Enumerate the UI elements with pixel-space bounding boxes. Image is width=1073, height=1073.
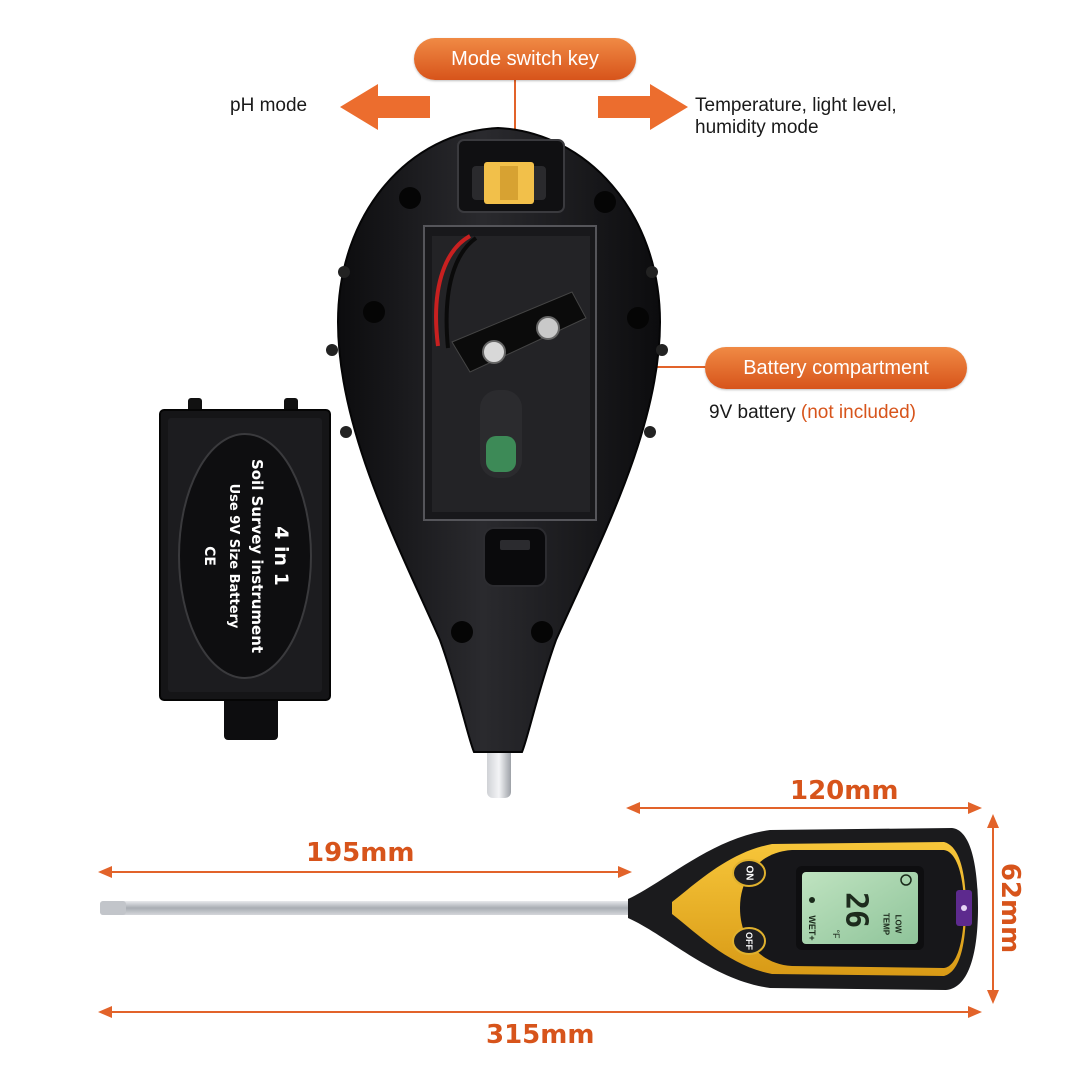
device-back-view [326, 126, 668, 753]
ph-mode-label: pH mode [230, 95, 308, 116]
other-mode-line2: humidity mode [695, 117, 819, 138]
battery-compartment-callout: Battery compartment [705, 347, 967, 389]
battery-note: 9V battery (not included) [709, 402, 916, 424]
dimension-body-length: 120mm [790, 776, 899, 806]
right-arrow-icon [598, 84, 688, 130]
off-button: OFF [744, 932, 754, 950]
device-front-view [100, 828, 978, 990]
battery-cover [159, 398, 331, 740]
lcd-right-top-label: LOW [893, 914, 903, 934]
lcd-value: 26 [838, 891, 874, 929]
lcd-unit: °F [831, 929, 841, 939]
cover-label-line4: CE [201, 546, 217, 566]
battery-note-highlight: (not included) [800, 402, 917, 423]
sun-icon [900, 874, 912, 886]
left-arrow-icon [340, 84, 430, 130]
dimension-height: 62mm [995, 862, 1025, 954]
horizontal-probe [100, 901, 640, 915]
lcd-right-bottom-label: TEMP [881, 912, 891, 936]
cover-label-line1: 4 in 1 [270, 526, 292, 586]
battery-note-text: 9V battery [709, 402, 801, 423]
dimension-total-length: 315mm [486, 1020, 595, 1050]
cover-label-line3: Use 9V Size Battery [226, 483, 241, 629]
cover-label-line2: Soil Survey instrument [248, 458, 266, 654]
dimension-lines [98, 802, 999, 1018]
battery-compartment-label: Battery compartment [743, 356, 929, 379]
other-mode-label: Temperature, light level, humidity mode [695, 95, 897, 139]
mode-switch-callout: Mode switch key [414, 38, 636, 80]
lcd-display [802, 872, 918, 944]
lcd-left-label: WET+ [807, 915, 817, 941]
dimension-probe-length: 195mm [306, 838, 415, 868]
mode-switch-label: Mode switch key [451, 47, 599, 70]
cover-label: 4 in 1 Soil Survey instrument Use 9V Siz… [197, 446, 293, 666]
other-mode-line1: Temperature, light level, [695, 95, 897, 116]
on-button: ON [743, 865, 755, 881]
vertical-probe [487, 740, 511, 798]
